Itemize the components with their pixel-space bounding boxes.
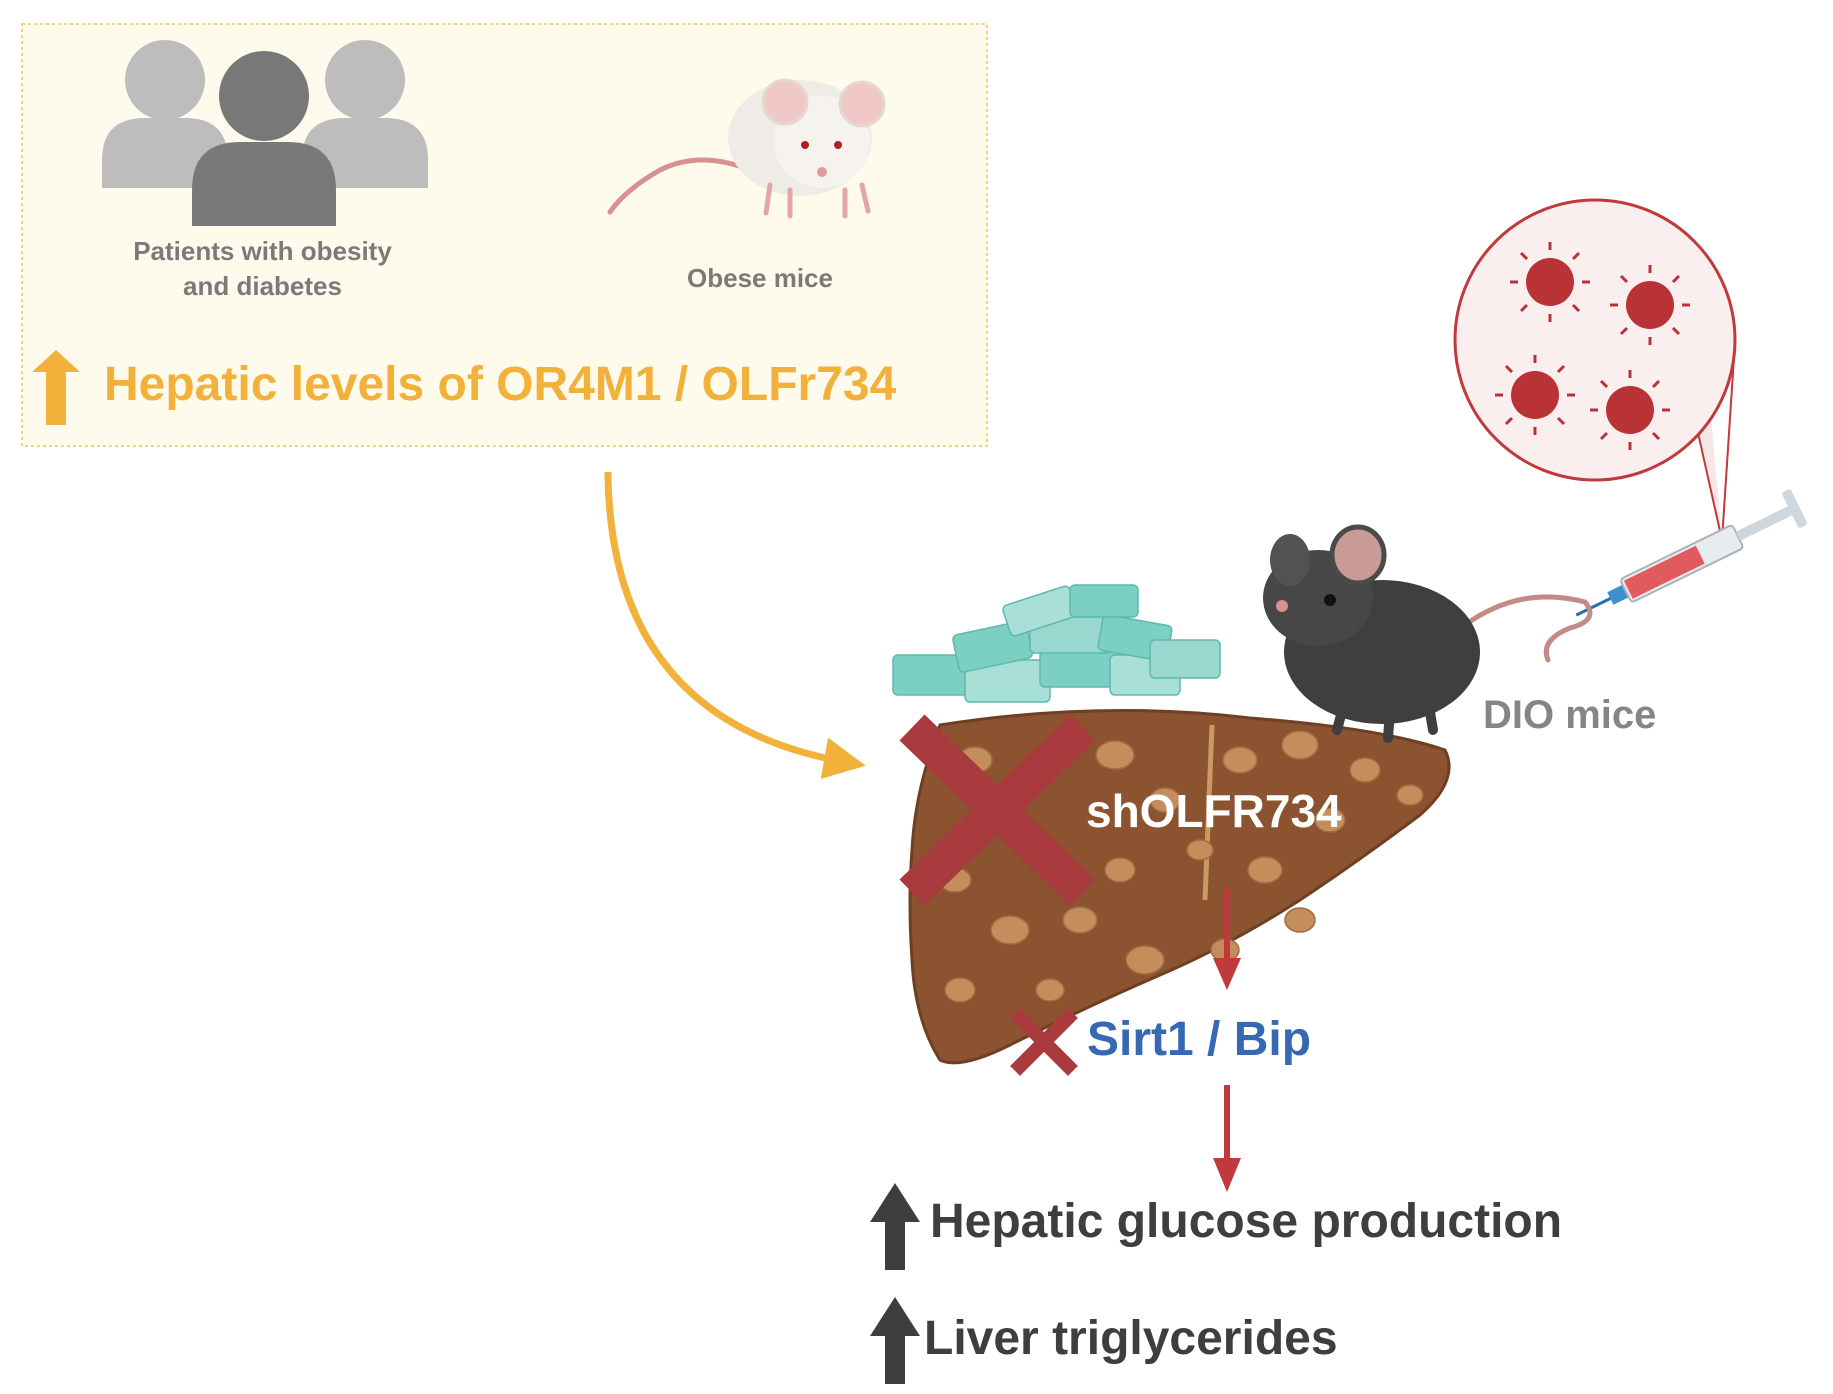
flow-arrow (604, 471, 866, 779)
down-arrow-icon (1213, 1085, 1241, 1192)
dio-mice-label: DIO mice (1483, 693, 1657, 737)
patients-label: Patients with obesity and diabetes (133, 236, 392, 301)
virus-panel (1453, 198, 1737, 541)
cross-icon (899, 714, 1096, 906)
syringe-icon (1575, 489, 1807, 617)
high-fat-diet-pellets-icon (892, 584, 1221, 703)
finding-label: Hepatic levels of OR4M1 / OLFr734 (104, 358, 897, 411)
outcome-label: Hepatic glucose production (930, 1195, 1563, 1248)
cross-icon (1010, 1008, 1078, 1076)
virus-icon (1511, 258, 1674, 434)
fatty-liver-icon (908, 708, 1451, 1065)
down-arrow-icon (1213, 888, 1241, 990)
knockdown-label: shOLFR734 (1086, 785, 1342, 837)
people-group-icon (102, 40, 428, 226)
white-mouse-icon (607, 78, 886, 219)
obese-mice-label: Obese mice (687, 263, 833, 293)
black-mouse-icon (1263, 524, 1593, 743)
up-arrow-icon (32, 350, 80, 425)
target-label: Sirt1 / Bip (1087, 1013, 1312, 1066)
up-arrow-icon (870, 1183, 920, 1270)
up-arrow-icon (870, 1297, 920, 1384)
outcome-label: Liver triglycerides (924, 1312, 1338, 1365)
